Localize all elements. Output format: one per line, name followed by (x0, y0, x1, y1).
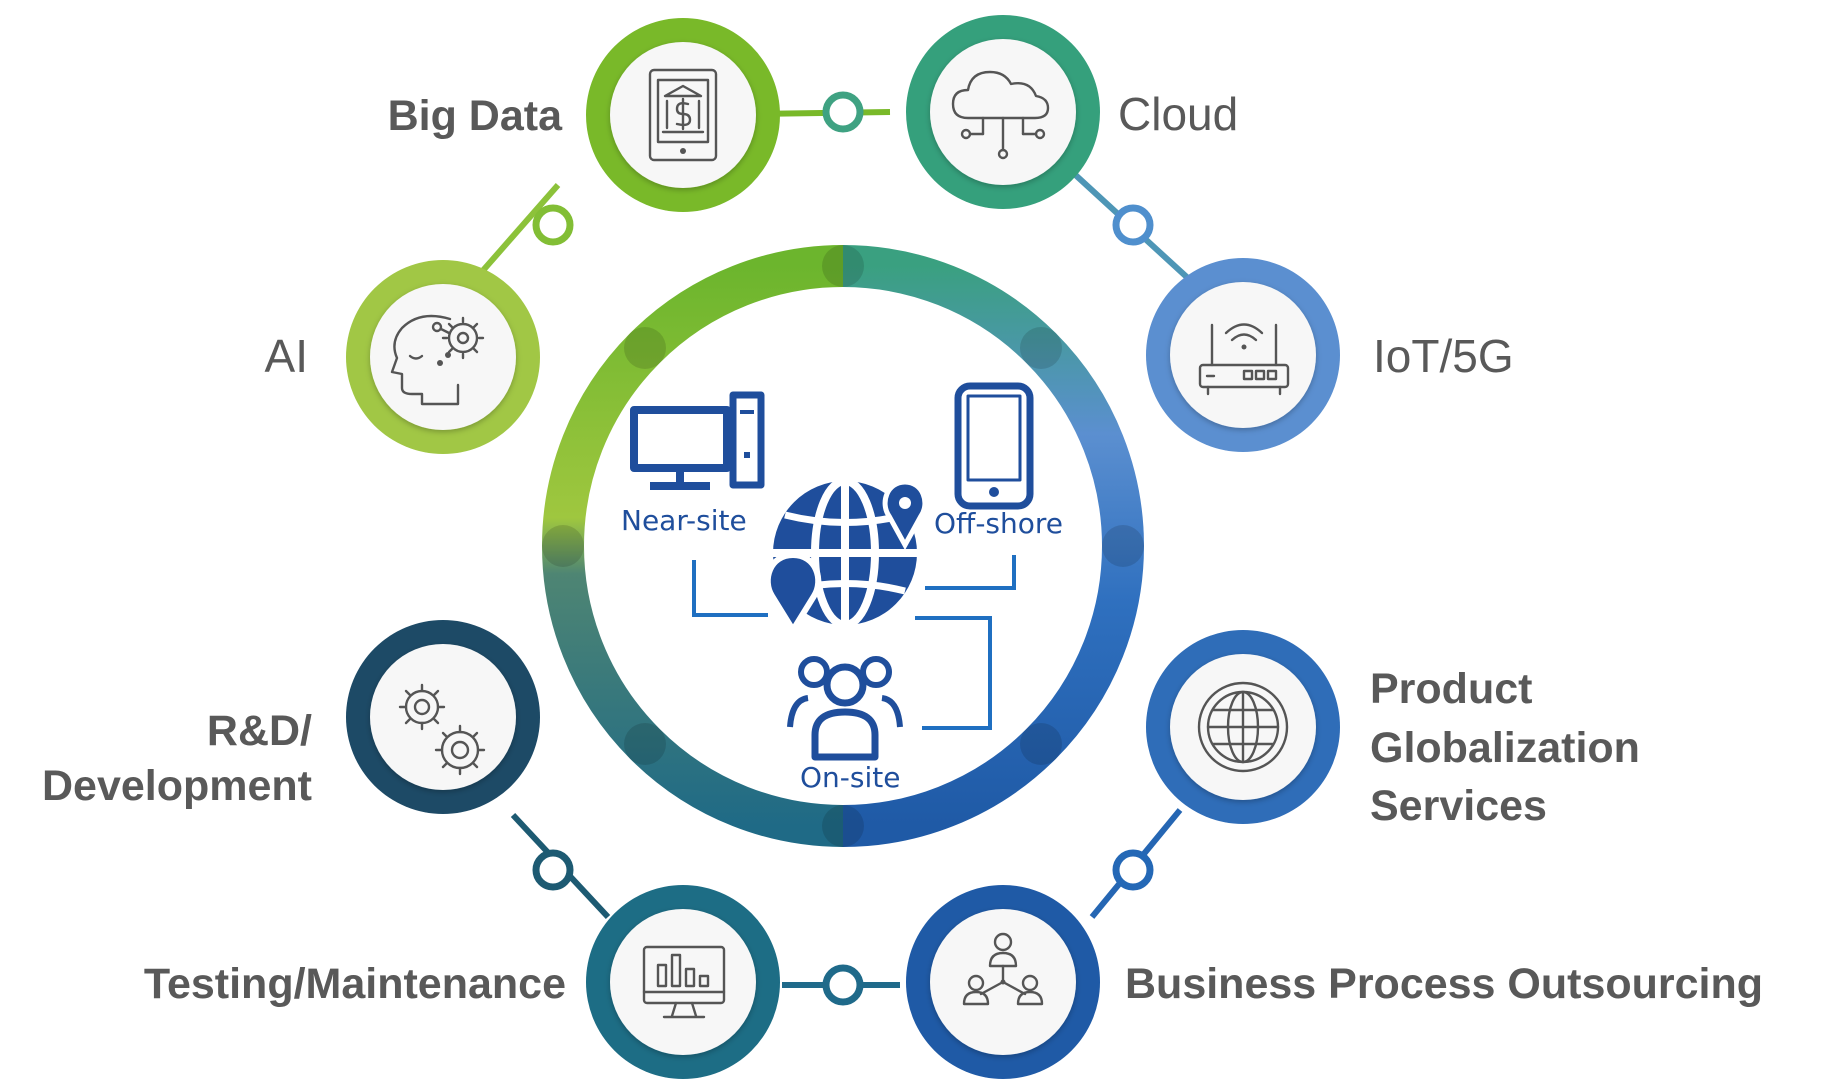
gears-icon (398, 683, 486, 776)
ai-head-gear-icon (390, 314, 485, 406)
desktop-computer-icon (630, 391, 765, 490)
people-group-icon (787, 656, 903, 761)
service-testing-maintenance: Testing/Maintenance (144, 885, 780, 1079)
central-ring (542, 245, 1144, 847)
rd-label-line-2: Development (42, 762, 312, 810)
financial-tablet-icon (648, 68, 718, 162)
smartphone-icon (954, 382, 1034, 510)
cloud-label: Cloud (1118, 88, 1238, 140)
off-shore-label: Off-shore (934, 507, 1063, 540)
service-big-data: Big Data (388, 18, 780, 212)
globe-location-icon (764, 477, 928, 636)
service-ai: AI (265, 260, 540, 454)
pgs-label-line-1: Product (1370, 665, 1532, 713)
wifi-router-icon (1198, 323, 1290, 396)
service-product-globalization: Product Globalization Services (1146, 630, 1640, 830)
service-iot-5g: IoT/5G (1146, 258, 1514, 452)
pgs-label-line-3: Services (1370, 782, 1547, 830)
pgs-label-line-2: Globalization (1370, 724, 1640, 772)
cloud-network-icon (951, 70, 1050, 160)
on-site-label: On-site (800, 761, 900, 794)
ai-label: AI (265, 330, 308, 382)
near-site-label: Near-site (621, 504, 747, 537)
center-connectors (692, 555, 1016, 730)
connector-nodes (532, 91, 1154, 1006)
center-content: Near-site Off-shore (621, 382, 1063, 794)
service-rd-development: R&D/ Development (42, 620, 540, 814)
monitor-chart-icon (642, 945, 726, 1019)
bpo-label: Business Process Outsourcing (1125, 960, 1763, 1008)
iot-5g-label: IoT/5G (1373, 330, 1514, 382)
globe-icon (1197, 681, 1289, 773)
service-bpo: Business Process Outsourcing (906, 885, 1763, 1079)
org-chart-icon (962, 932, 1044, 1006)
testing-label: Testing/Maintenance (144, 960, 566, 1008)
ring-dots (542, 245, 1144, 847)
rd-label-line-1: R&D/ (207, 707, 312, 755)
service-cloud: Cloud (906, 15, 1238, 209)
big-data-label: Big Data (388, 92, 564, 140)
